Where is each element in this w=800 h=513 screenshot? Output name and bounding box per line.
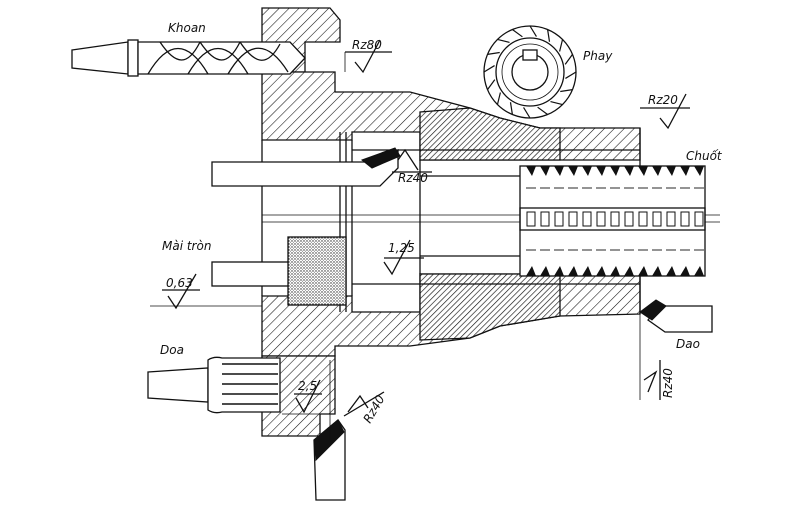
roughness-turn: Rz40 [639, 314, 675, 400]
grinding-wheel [211, 236, 347, 306]
roughness-ream-value: 2,5 [298, 379, 317, 393]
roughness-mill-value: Rz20 [648, 93, 678, 107]
label-broach: Chuốt [686, 149, 723, 163]
reamer-tool [147, 356, 281, 414]
roughness-grind-ext: 0,63 [150, 273, 262, 310]
roughness-grind-ext-value: 0,63 [166, 276, 193, 290]
roughness-ream: 2,5 [282, 379, 322, 415]
roughness-grind-value: 1,25 [388, 241, 415, 255]
roughness-drill-value: Rz80 [352, 38, 382, 52]
label-ream: Doa [160, 343, 184, 357]
roughness-mill: Rz20 [640, 93, 690, 130]
facing-tool [313, 419, 346, 501]
label-drill: Khoan [168, 21, 206, 35]
roughness-grind-bore: 1,25 [383, 239, 424, 276]
label-turn: Dao [676, 337, 700, 351]
roughness-drill: Rz80 [344, 38, 392, 74]
roughness-face-value: Rz40 [360, 392, 387, 425]
broach-tool [519, 165, 706, 277]
turning-tool [639, 299, 713, 333]
boring-bar [211, 147, 401, 187]
roughness-bore-value: Rz40 [398, 171, 428, 185]
label-mill: Phay [583, 49, 613, 63]
workpiece-section [261, 7, 641, 437]
drill-tool [71, 39, 306, 77]
milling-cutter [483, 25, 577, 119]
roughness-bore: Rz40 [392, 148, 432, 185]
label-grind: Mài tròn [162, 239, 211, 253]
roughness-turn-value: Rz40 [661, 368, 675, 398]
